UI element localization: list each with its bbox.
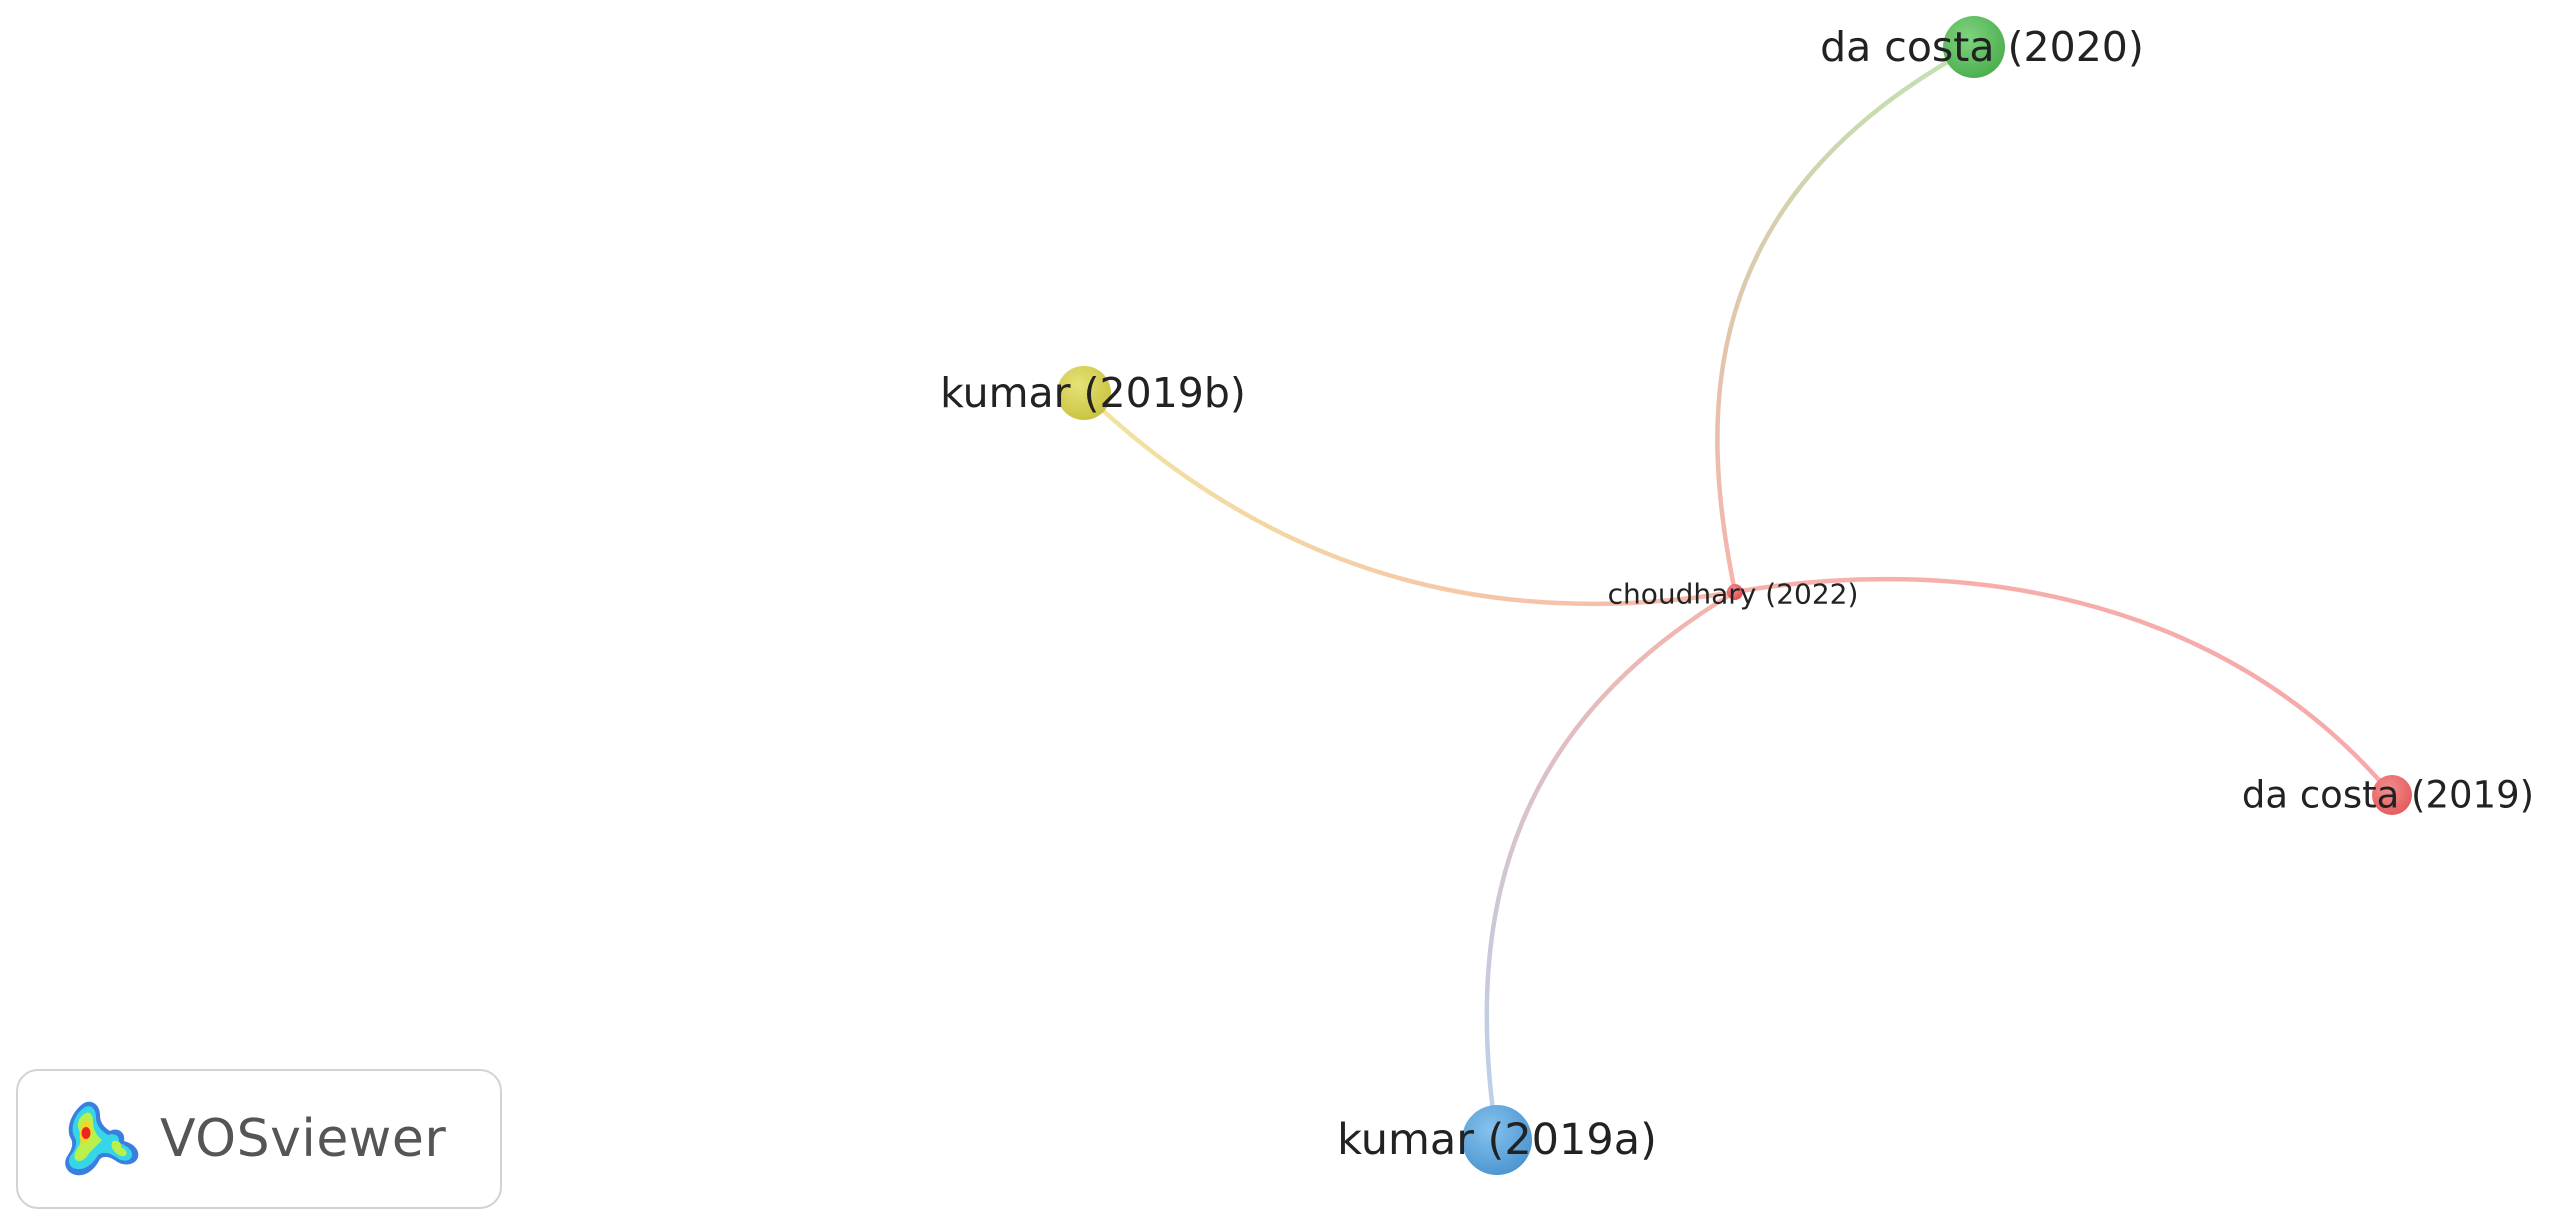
link-choudhary-kumar-2019b <box>1082 391 1736 607</box>
logo-text: VOSviewer <box>160 1109 447 1169</box>
node-label[interactable]: da costa (2020) <box>1820 23 2144 71</box>
node-label[interactable]: kumar (2019a) <box>1337 1115 1657 1165</box>
node-kumar-2019b[interactable]: kumar (2019b) <box>940 366 1246 420</box>
node-label[interactable]: da costa (2019) <box>2242 774 2534 817</box>
node-circle[interactable] <box>1943 16 2005 78</box>
node-circle[interactable] <box>2372 775 2412 815</box>
node-da-costa-2019[interactable]: da costa (2019) <box>2242 774 2534 817</box>
node-circle[interactable] <box>1462 1105 1532 1175</box>
node-circle[interactable] <box>1057 366 1111 420</box>
vosviewer-logo: VOSviewer <box>16 1069 502 1209</box>
node-da-costa-2020[interactable]: da costa (2020) <box>1820 16 2144 78</box>
link-choudhary-da-costa-2020 <box>1715 45 1976 593</box>
node-kumar-2019a[interactable]: kumar (2019a) <box>1337 1105 1657 1175</box>
node-label[interactable]: kumar (2019b) <box>940 369 1246 417</box>
node-choudhary-2022[interactable]: choudhary (2022) <box>1608 578 1859 611</box>
node-label[interactable]: choudhary (2022) <box>1608 578 1859 611</box>
link-choudhary-kumar-2019a <box>1484 590 1737 1141</box>
link-choudhary-da-costa-2019 <box>1734 576 2394 797</box>
density-blob-icon <box>65 1101 139 1176</box>
node-circle[interactable] <box>1727 584 1743 600</box>
